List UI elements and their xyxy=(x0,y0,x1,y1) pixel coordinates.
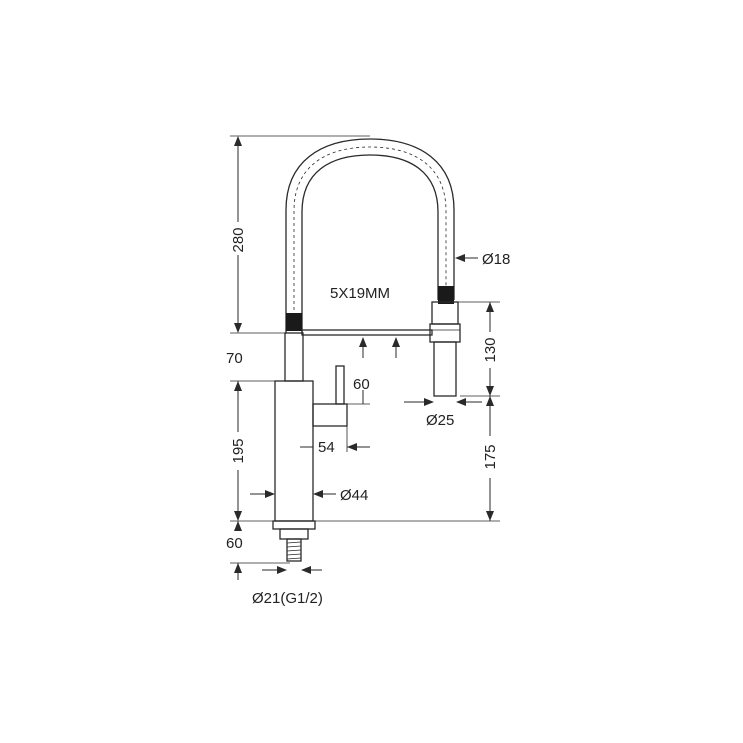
base-flange xyxy=(272,520,316,530)
label-spray-head-length: 130 xyxy=(482,337,499,362)
label-reach-height: 175 xyxy=(482,444,499,469)
faucet-outline xyxy=(272,138,461,562)
base-nut xyxy=(279,528,309,540)
spring-arm xyxy=(301,329,433,336)
label-hose-diameter: Ø18 xyxy=(482,251,510,268)
hose-arch-inner xyxy=(301,154,439,333)
handle-lever xyxy=(335,365,345,405)
label-handle-depth: 54 xyxy=(318,439,335,456)
spout-column xyxy=(284,332,304,382)
label-handle-height: 60 xyxy=(353,376,370,393)
label-height-total: 280 xyxy=(230,227,247,252)
spray-head-collar xyxy=(431,301,459,325)
label-base-height: 60 xyxy=(226,535,243,552)
spray-head-body xyxy=(433,341,457,397)
label-body-diameter: Ø44 xyxy=(340,487,368,504)
dimension-labels: 280 Ø18 5X19MM 70 60 130 Ø25 195 54 Ø44 … xyxy=(226,227,510,607)
hose-spring-center xyxy=(293,146,447,310)
label-thread-diameter: Ø21(G1/2) xyxy=(252,590,323,607)
label-spout-height: 70 xyxy=(226,350,243,367)
hose-arch-outer xyxy=(285,138,455,333)
extension-lines xyxy=(230,135,500,564)
handle-block xyxy=(312,403,348,427)
spray-head-ring xyxy=(429,323,461,343)
thread-lines xyxy=(286,541,302,560)
hose-band-left xyxy=(286,313,302,331)
hose-band-right xyxy=(438,286,454,304)
faucet-body xyxy=(274,380,314,522)
dimension-lines xyxy=(234,136,494,580)
label-body-height: 195 xyxy=(230,438,247,463)
label-spray-head-diameter: Ø25 xyxy=(426,412,454,429)
label-spring-size: 5X19MM xyxy=(330,285,390,302)
